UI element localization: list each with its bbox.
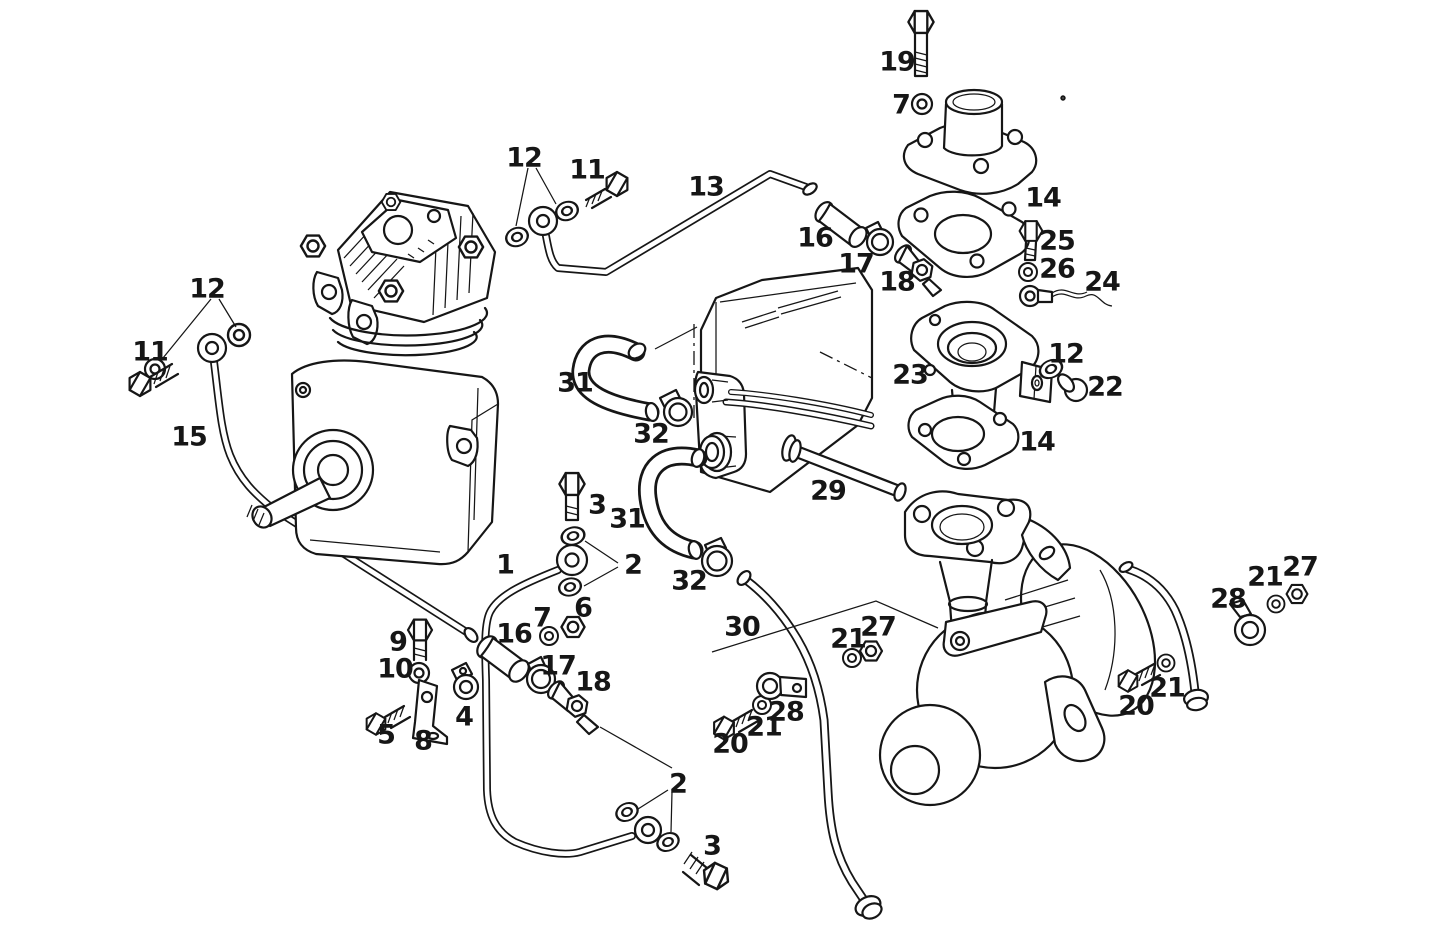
part-number-label: 21 bbox=[1247, 561, 1284, 593]
thermostat-housing-23 bbox=[910, 300, 1054, 439]
banjo-fasteners-13 bbox=[502, 167, 634, 251]
part-number-label: 27 bbox=[860, 611, 897, 643]
hose-clamp-17-lower bbox=[525, 655, 557, 695]
banjo-fasteners-15 bbox=[123, 322, 252, 401]
fitting-18-lower bbox=[546, 680, 600, 736]
part-number-label: 20 bbox=[712, 728, 749, 760]
banjo-fasteners-1-bottom bbox=[612, 798, 735, 894]
part-number-label: 7 bbox=[892, 89, 911, 121]
part-number-label: 3 bbox=[588, 489, 607, 521]
part-number-label: 10 bbox=[377, 653, 414, 685]
part-number-label: 12 bbox=[189, 273, 226, 305]
bracket-bolt-group bbox=[360, 618, 480, 746]
part-number-label: 20 bbox=[1118, 690, 1155, 722]
part-number-label: 32 bbox=[633, 418, 670, 450]
part-number-label: 16 bbox=[496, 618, 533, 650]
hose-31-lower bbox=[637, 446, 708, 560]
part-number-label: 12 bbox=[506, 142, 543, 174]
part-number-label: 26 bbox=[1039, 253, 1076, 285]
sleeve-16-top bbox=[814, 201, 868, 248]
fitting-18-top bbox=[893, 244, 943, 298]
thermostat-parts-column bbox=[897, 9, 1113, 470]
part-number-label: 5 bbox=[377, 719, 396, 751]
part-number-label: 31 bbox=[557, 367, 594, 399]
part-number-label: 27 bbox=[1282, 551, 1319, 583]
part-number-label: 21 bbox=[830, 623, 867, 655]
pipe-30 bbox=[736, 569, 883, 920]
part-number-label: 14 bbox=[1025, 182, 1062, 214]
part-number-label: 18 bbox=[879, 266, 916, 298]
part-number-label: 23 bbox=[892, 359, 929, 391]
pipe-15 bbox=[196, 332, 479, 644]
part-number-label: 14 bbox=[1019, 426, 1056, 458]
part-number-label: 16 bbox=[797, 222, 834, 254]
part-number-label: 11 bbox=[132, 336, 169, 368]
ring-terminal-24 bbox=[1018, 284, 1113, 308]
engine-block bbox=[693, 266, 875, 494]
part-number-label: 25 bbox=[1039, 225, 1076, 257]
part-number-label: 30 bbox=[724, 611, 761, 643]
part-number-label: 21 bbox=[1149, 672, 1186, 704]
pipe-13 bbox=[527, 170, 818, 276]
part-number-label: 28 bbox=[768, 696, 805, 728]
pipe30-mount-fasteners bbox=[708, 640, 884, 744]
part-number-label: 15 bbox=[171, 421, 208, 453]
part-number-label: 31 bbox=[609, 503, 646, 535]
part-number-label: 24 bbox=[1084, 266, 1121, 298]
hose-clamp-32-lower bbox=[700, 536, 734, 578]
pipe-clamp-28-right bbox=[1228, 598, 1267, 647]
part-number-label: 21 bbox=[746, 711, 783, 743]
part-number-label: 1 bbox=[496, 549, 515, 581]
part-number-label: 3 bbox=[703, 830, 722, 862]
bolt-25 bbox=[1018, 220, 1044, 262]
bolt-19 bbox=[907, 9, 935, 78]
part-number-label: 29 bbox=[810, 475, 847, 507]
hose-clamp-32-upper bbox=[658, 388, 694, 428]
clamp-4 bbox=[450, 661, 480, 701]
part-number-label: 17 bbox=[838, 248, 875, 280]
leader-lines bbox=[162, 167, 939, 833]
sleeve-16-lower bbox=[476, 635, 530, 683]
part-number-label: 17 bbox=[540, 650, 577, 682]
part-number-label: 28 bbox=[1210, 583, 1247, 615]
part-number-label: 8 bbox=[414, 725, 433, 757]
banjo-fasteners-1-top bbox=[539, 471, 588, 646]
part-number-label: 32 bbox=[671, 565, 708, 597]
part-number-label: 18 bbox=[575, 666, 612, 698]
pipe-clamp-28-center bbox=[755, 671, 808, 701]
water-outlet-cap bbox=[902, 88, 1038, 195]
hose-clamp-17-top bbox=[864, 220, 895, 257]
part-number-label: 7 bbox=[533, 602, 552, 634]
part-number-label: 9 bbox=[389, 626, 408, 658]
air-compressor bbox=[246, 190, 500, 566]
part-number-label: 4 bbox=[455, 701, 474, 733]
part-number-label: 11 bbox=[569, 154, 606, 186]
part-number-label: 2 bbox=[624, 549, 643, 581]
right-pipe-fasteners bbox=[1112, 583, 1309, 696]
part-number-label: 19 bbox=[879, 46, 916, 78]
part-number-label: 2 bbox=[669, 768, 688, 800]
plug-22 bbox=[1056, 373, 1089, 403]
part-number-label: 13 bbox=[688, 171, 725, 203]
part-number-label: 12 bbox=[1048, 338, 1085, 370]
pipe-29 bbox=[781, 434, 907, 502]
part-number-label: 22 bbox=[1087, 371, 1124, 403]
pipe-right bbox=[1118, 560, 1209, 712]
hose-31-upper bbox=[571, 334, 660, 423]
gasket-14-lower bbox=[907, 394, 1020, 470]
gasket-14-top bbox=[897, 190, 1031, 278]
part-number-label: 6 bbox=[574, 592, 593, 624]
bracket-8 bbox=[411, 678, 449, 746]
